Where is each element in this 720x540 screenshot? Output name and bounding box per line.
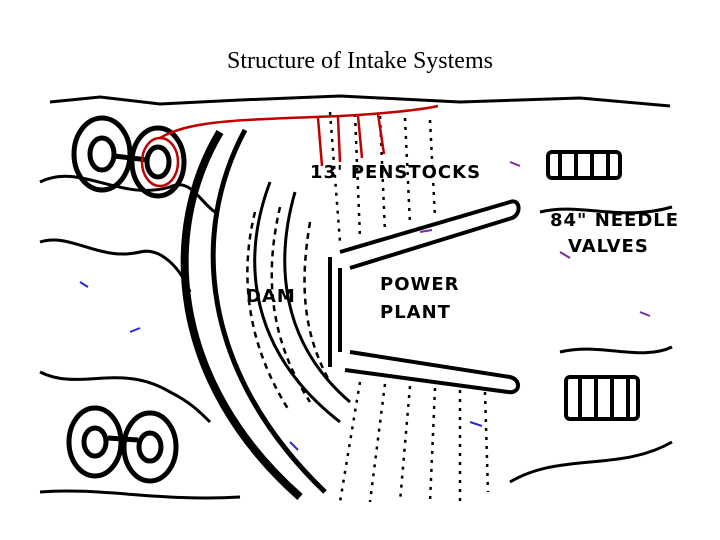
slide-title: Structure of Intake Systems xyxy=(227,48,493,74)
label-power-plant-line1: POWER xyxy=(380,274,460,295)
label-needle-valves-line2: VALVES xyxy=(568,236,649,257)
intake-towers-upper xyxy=(71,115,187,199)
intake-structure-diagram: 13' PENSTOCKS 84" NEEDLE VALVES DAM POWE… xyxy=(39,94,678,503)
label-dam: DAM xyxy=(246,286,296,307)
dam-arch xyxy=(180,128,351,500)
scan-noise xyxy=(79,161,651,451)
dam-face-bands xyxy=(246,206,332,413)
needle-valve-housing-lower xyxy=(564,375,640,421)
intake-towers-lower xyxy=(66,405,179,484)
label-power-plant-line2: PLANT xyxy=(380,302,451,323)
red-annotation xyxy=(140,104,439,188)
needle-valve-housing-upper xyxy=(546,150,622,180)
label-penstocks: 13' PENSTOCKS xyxy=(310,162,481,183)
canyon-terrain xyxy=(39,94,673,500)
label-needle-valves-line1: 84" NEEDLE xyxy=(550,210,679,231)
penstock-tunnels xyxy=(328,199,521,395)
